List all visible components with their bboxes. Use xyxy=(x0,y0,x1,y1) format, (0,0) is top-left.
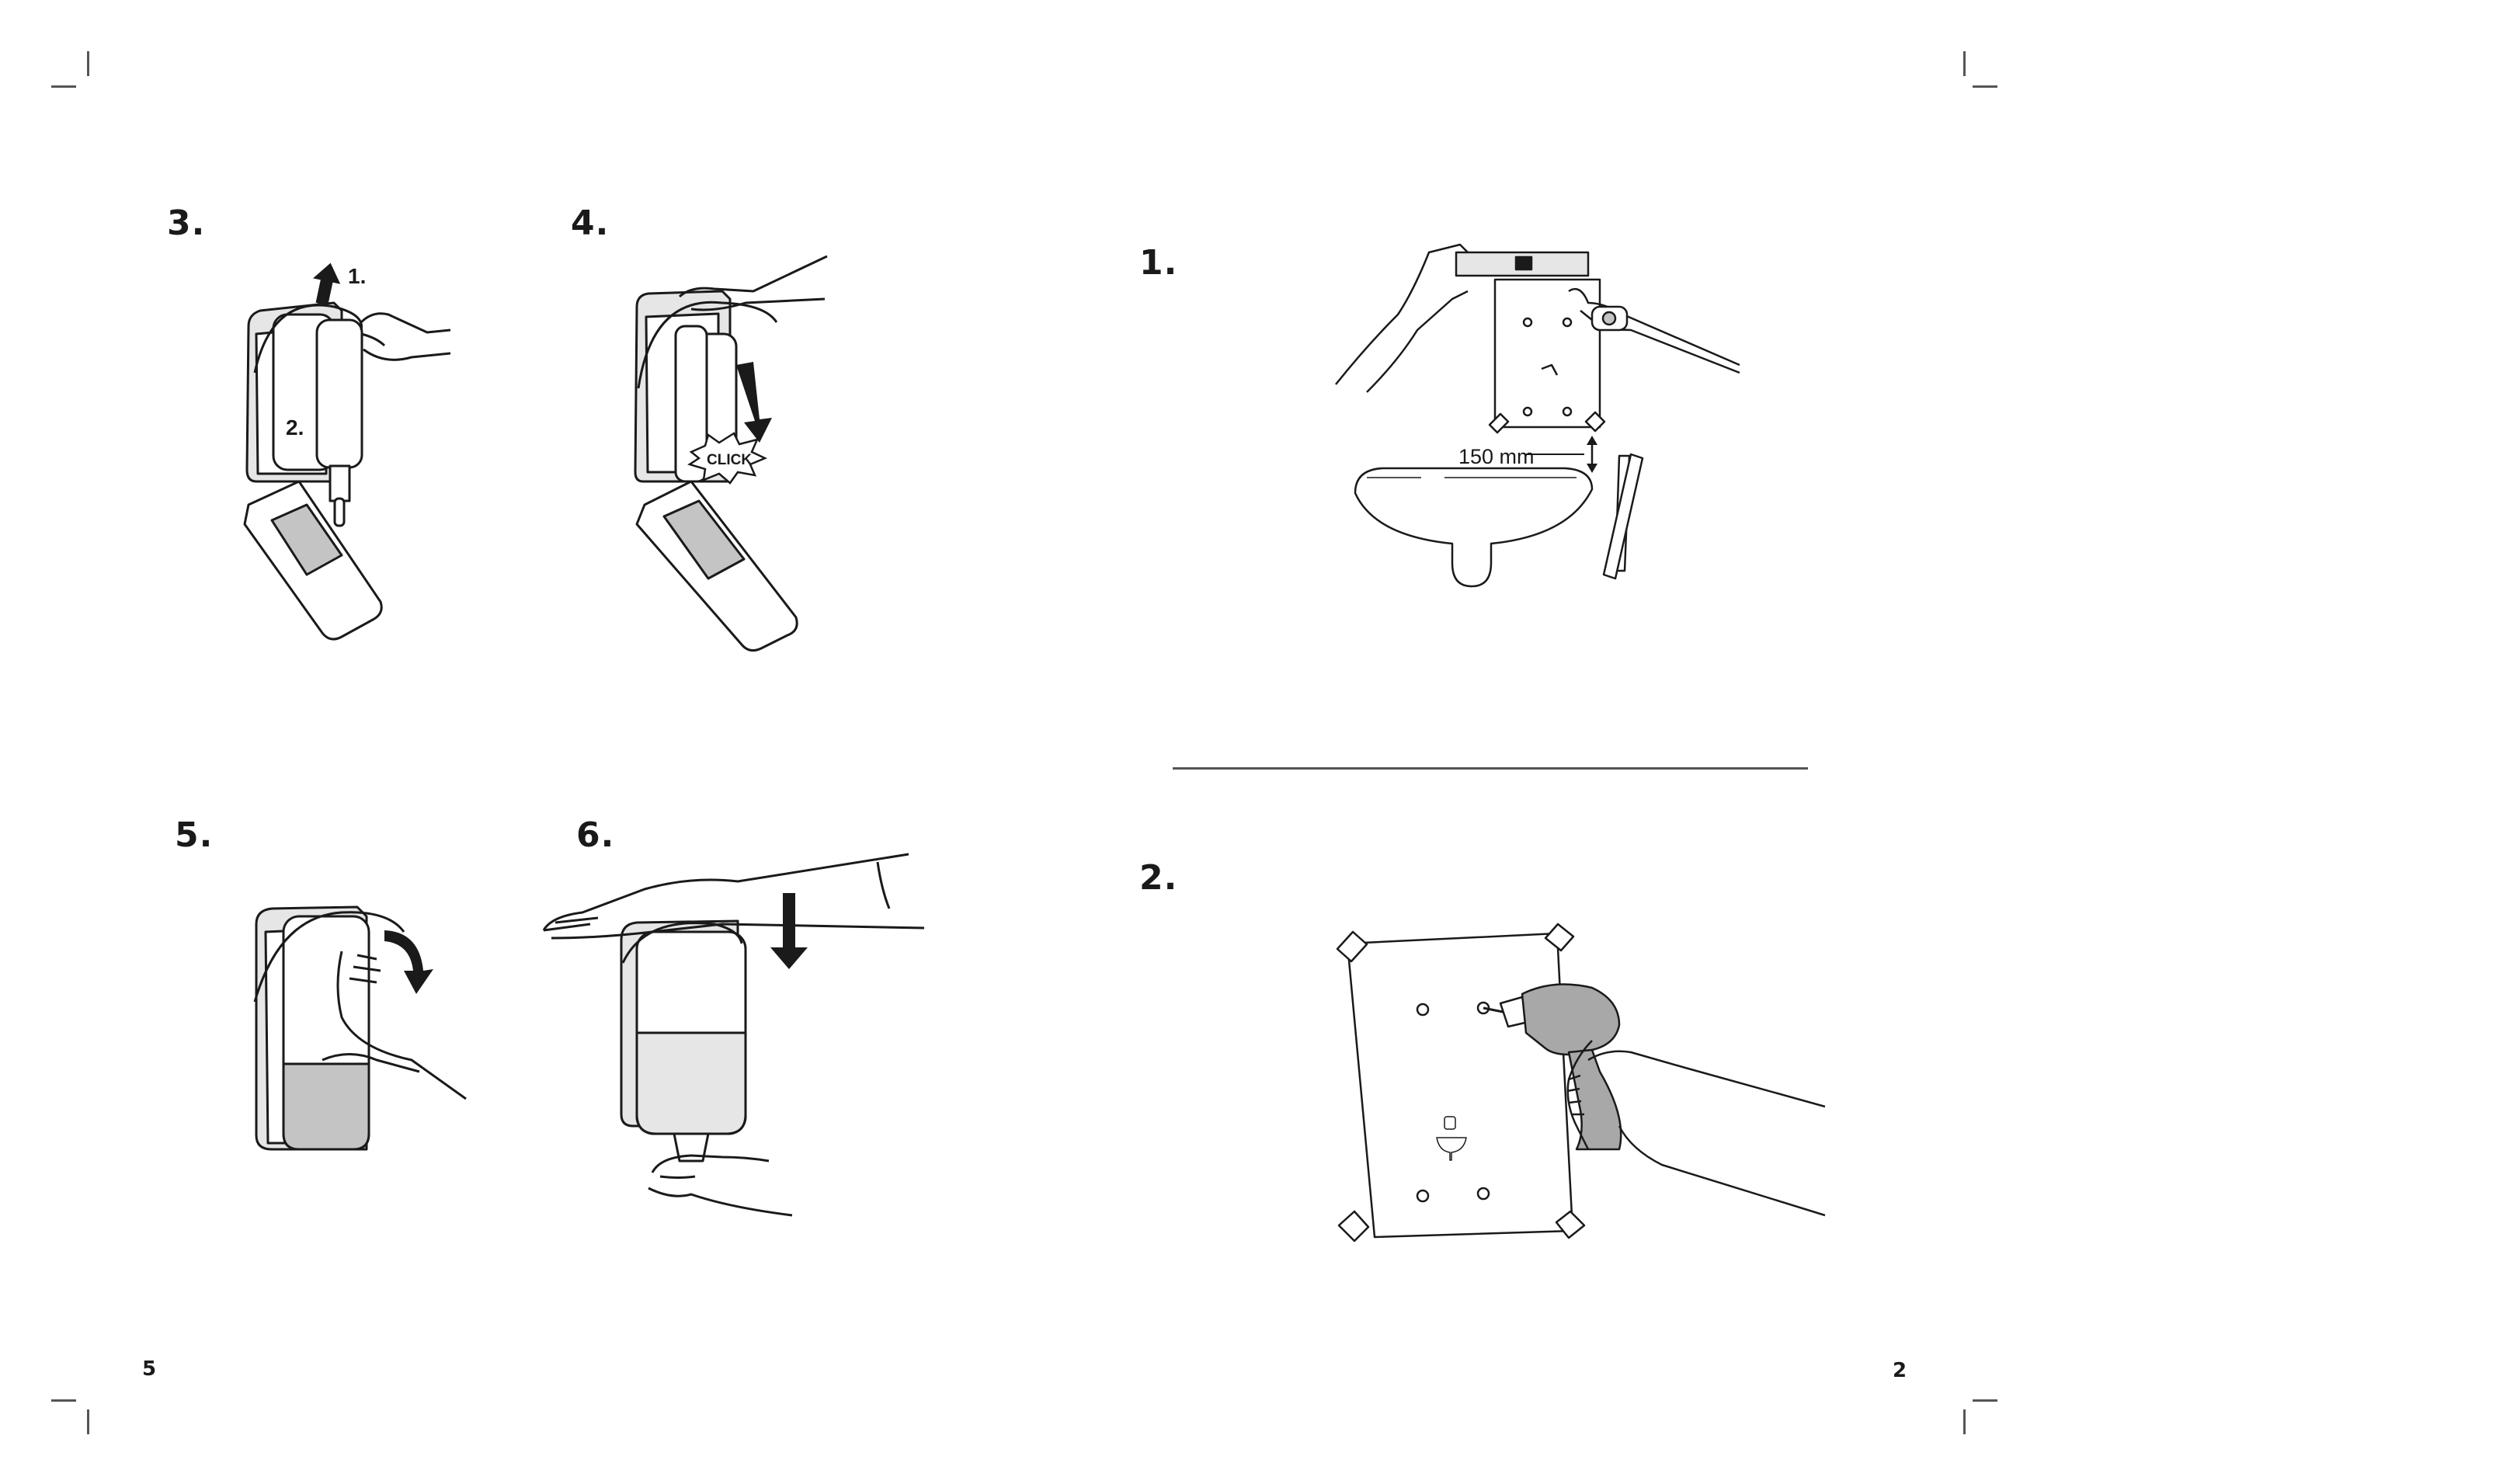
rotate-arrow-icon xyxy=(384,930,433,994)
crop-mark xyxy=(1973,1399,1997,1402)
tape-measure-icon xyxy=(1592,307,1627,330)
step-4-number: 4. xyxy=(571,203,609,243)
step-4-click-label: CLICK xyxy=(707,452,752,468)
step-3-illustration: 1. 2. xyxy=(225,248,458,652)
step-5-number: 5. xyxy=(175,815,213,855)
step-1-number: 1. xyxy=(1139,243,1177,283)
arrow-down-icon xyxy=(736,362,772,443)
measurement-label: 150 mm xyxy=(1458,445,1535,468)
crop-mark xyxy=(1963,1409,1966,1434)
step-3-callout-2: 2. xyxy=(286,415,304,440)
right-page-number: 2 xyxy=(1893,1359,1907,1382)
step-3-number: 3. xyxy=(167,203,205,243)
step-1-illustration: 150 mm xyxy=(1336,237,1771,625)
arrow-down-icon xyxy=(770,893,808,969)
step-2-illustration xyxy=(1320,916,1864,1289)
step-4-illustration: CLICK xyxy=(621,248,854,668)
section-divider xyxy=(1173,767,1808,770)
crop-mark xyxy=(51,85,76,88)
step-3-callout-1: 1. xyxy=(348,264,366,288)
crop-mark xyxy=(87,51,89,76)
step-5-illustration xyxy=(233,893,481,1173)
step-2-number: 2. xyxy=(1139,858,1177,898)
crop-mark xyxy=(1973,85,1997,88)
step-6-illustration xyxy=(536,846,940,1219)
left-page-number: 5 xyxy=(142,1357,156,1381)
crop-mark xyxy=(1963,51,1966,76)
arrow-up-icon xyxy=(308,260,344,307)
crop-mark xyxy=(87,1409,89,1434)
crop-mark xyxy=(51,1399,76,1402)
